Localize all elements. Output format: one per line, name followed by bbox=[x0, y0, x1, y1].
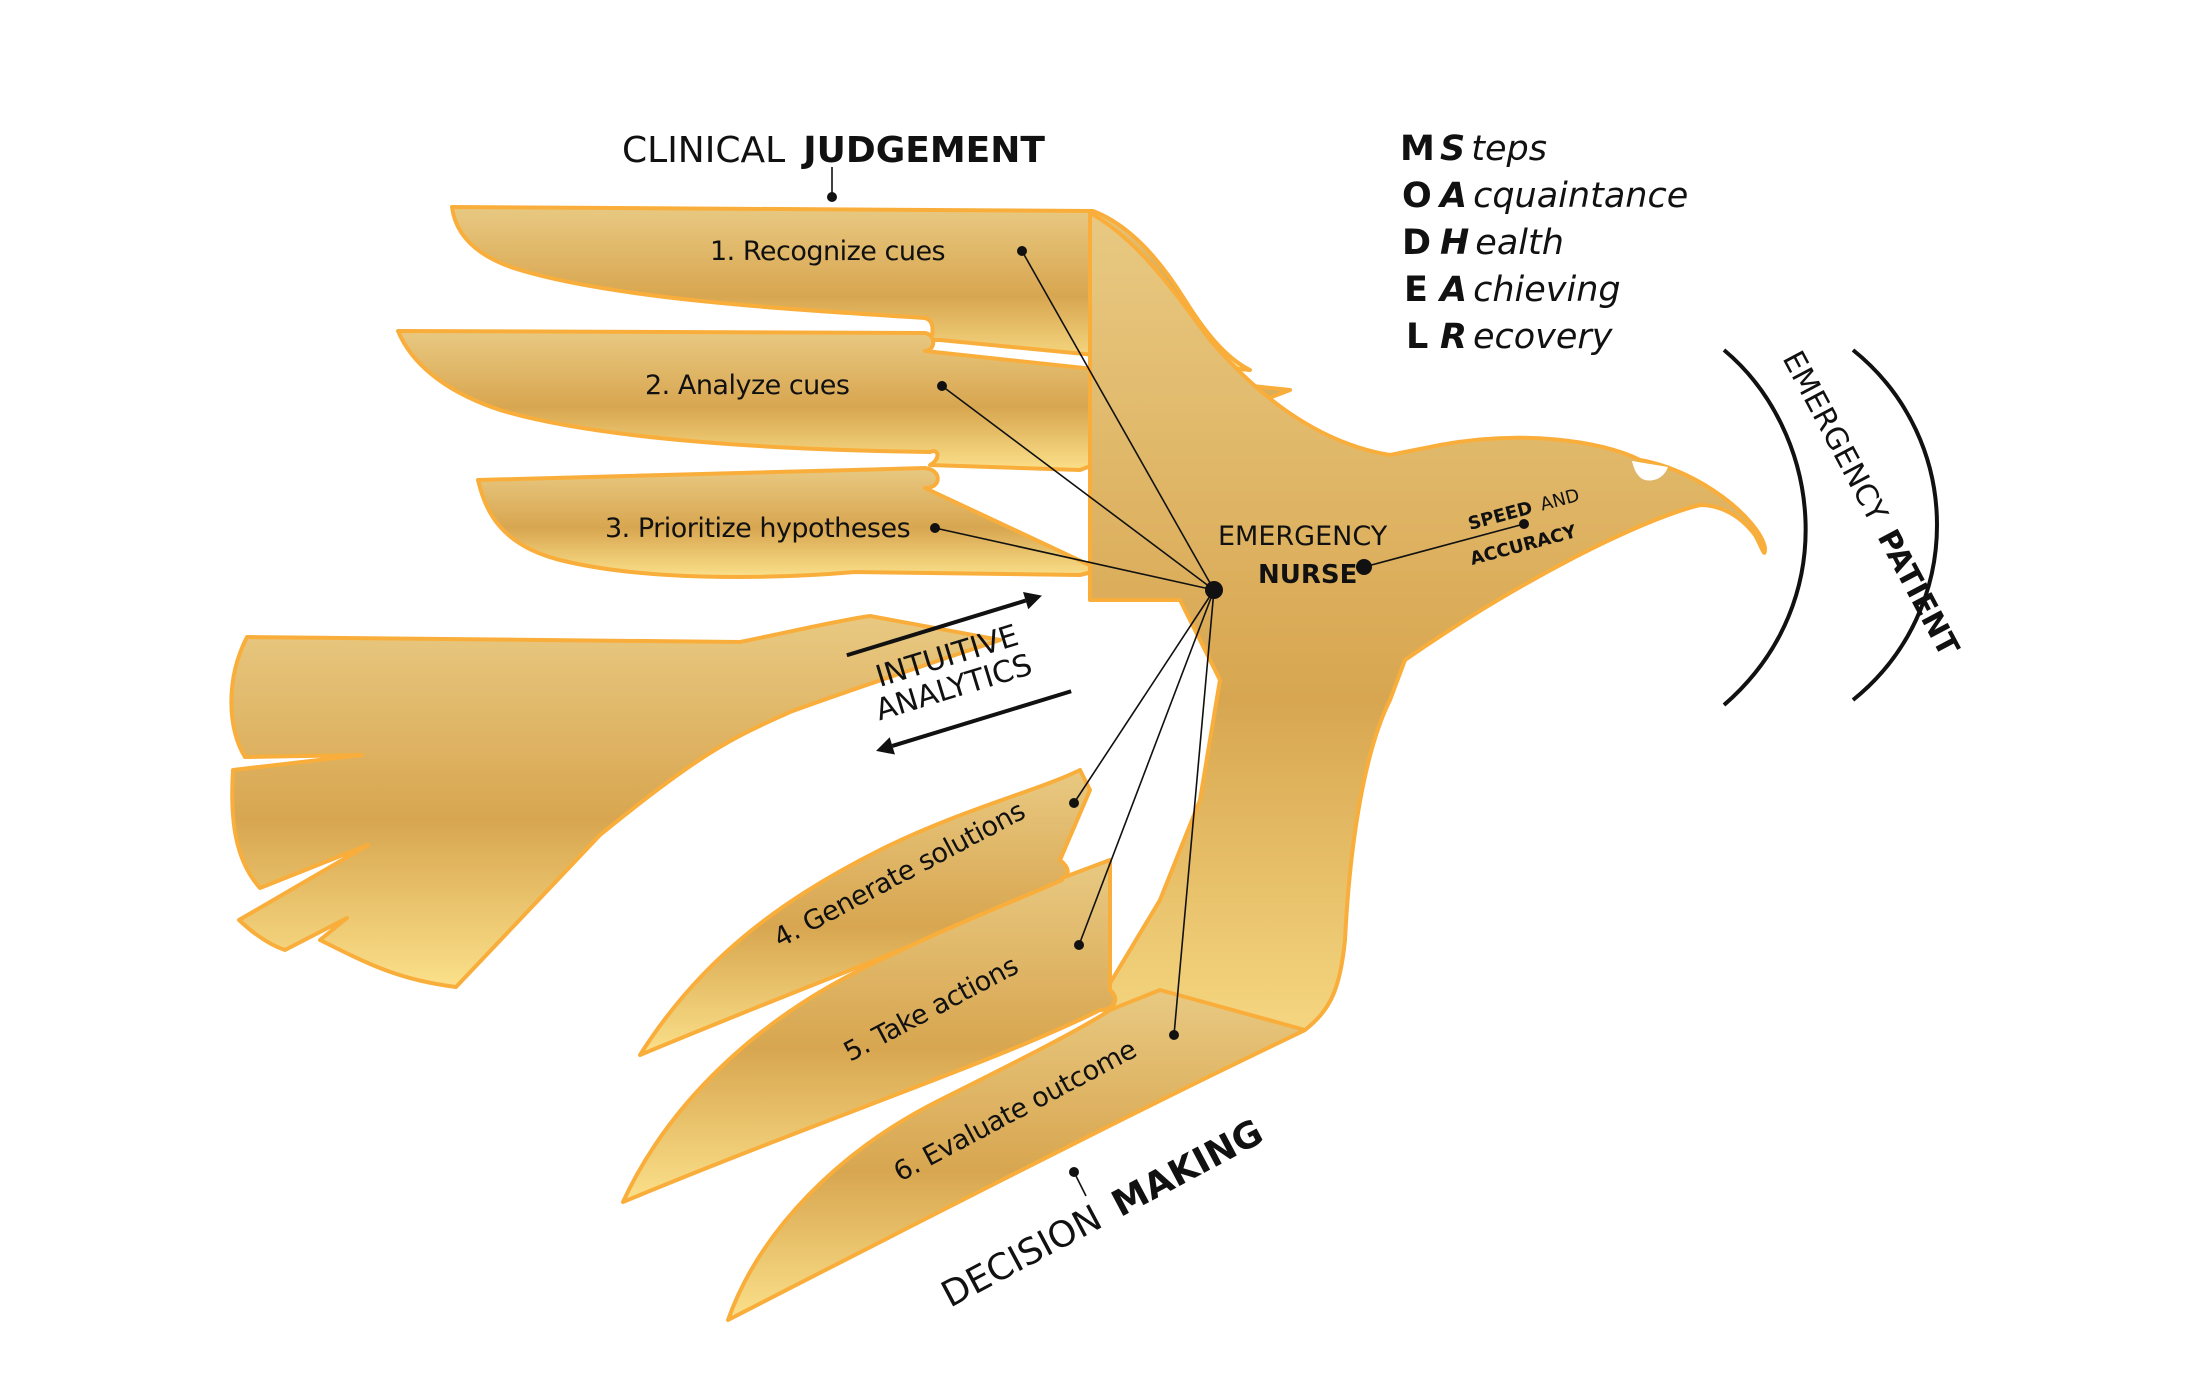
step-2-label: 2. Analyze cues bbox=[645, 370, 849, 401]
body bbox=[1088, 211, 1767, 1102]
emergency-nurse-label: EMERGENCY bbox=[1218, 521, 1388, 552]
arrow-left-icon bbox=[891, 689, 1072, 748]
acronym-letter: E bbox=[1404, 270, 1428, 310]
outer-arc bbox=[1851, 348, 1939, 702]
eagle-shape bbox=[229, 205, 1767, 1322]
arrow-right-icon bbox=[846, 598, 1027, 658]
acronym-letter: M bbox=[1400, 129, 1435, 169]
step-1-label: 1. Recognize cues bbox=[710, 236, 945, 267]
tail bbox=[229, 614, 1002, 989]
hub-dot bbox=[1205, 581, 1223, 599]
intuitive-analytics: INTUITIVE ANALYTICS bbox=[846, 591, 1072, 755]
feather-3 bbox=[476, 466, 1102, 579]
step-3-label: 3. Prioritize hypotheses bbox=[605, 513, 910, 544]
nurse-dot bbox=[1356, 559, 1372, 575]
eye-icon bbox=[1632, 461, 1668, 481]
clinical-judgement-heading: CLINICAL JUDGEMENT bbox=[622, 129, 1045, 171]
acronym-letter: O bbox=[1402, 176, 1432, 216]
feather-5 bbox=[621, 858, 1118, 1204]
speed-dot bbox=[1519, 519, 1529, 529]
nurse-label: NURSE bbox=[1258, 560, 1357, 590]
feather-6 bbox=[726, 988, 1307, 1322]
feather-1 bbox=[450, 205, 1252, 372]
inner-arc bbox=[1722, 348, 1808, 707]
acronym-letter: D bbox=[1402, 223, 1431, 263]
feather-2 bbox=[396, 329, 1292, 472]
connectors bbox=[827, 167, 1529, 1197]
acronym-letter: L bbox=[1406, 317, 1428, 357]
